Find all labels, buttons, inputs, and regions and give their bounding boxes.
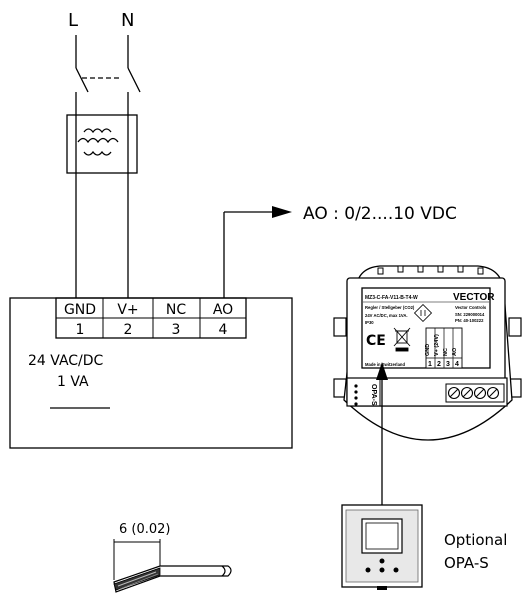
device-terminal-name: V+ (24V) — [434, 334, 440, 356]
terminal-name: GND — [64, 302, 96, 318]
device-pn: PN: 40-100222 — [455, 318, 484, 323]
screw-terminal-icons — [447, 386, 500, 400]
terminal-number: 4 — [219, 322, 228, 338]
optional-label: Optional — [444, 531, 507, 549]
device-supply: 24V AC/DC, max 1VA. — [365, 313, 408, 318]
terminal-number: 2 — [124, 322, 133, 338]
device-terminal-name: NC — [443, 348, 449, 356]
transformer — [66, 114, 138, 298]
device-made-in: Made in Switzerland — [365, 362, 405, 367]
terminal-name: AO — [213, 302, 233, 318]
opa-arrow-icon — [376, 362, 388, 380]
ce-mark-icon: CE — [366, 333, 386, 349]
device-brand: VECTOR — [453, 292, 495, 303]
double-pole-switch — [75, 35, 141, 115]
power-rating: 1 VA — [57, 374, 89, 390]
terminal-number: 3 — [172, 322, 181, 338]
terminal-number: 1 — [76, 322, 85, 338]
output-arrow-icon — [272, 206, 292, 218]
device-ip: IP30 — [365, 320, 374, 325]
device-serial: SN: 229000014 — [455, 312, 485, 317]
terminal-block: GND V+ NC AO 1 2 3 4 — [55, 297, 247, 339]
controller-box — [9, 297, 293, 449]
opa-s-device — [341, 504, 423, 590]
device-terminal-grid — [425, 327, 463, 369]
opa-port-label: OPA-S — [370, 384, 377, 406]
device-terminal-number: 2 — [437, 361, 441, 368]
output-label: AO : 0/2....10 VDC — [303, 204, 457, 224]
device-terminal-name: AO — [452, 347, 458, 356]
device-model: MZ3-C-FA-V11-B-T4-W — [365, 295, 418, 301]
weee-bin-icon — [393, 327, 411, 352]
ao-output-wire — [223, 211, 272, 298]
power-voltage: 24 VAC/DC — [28, 353, 104, 369]
device-terminal-number: 4 — [455, 361, 459, 368]
terminal-name: NC — [166, 302, 186, 318]
class-two-icon — [413, 303, 433, 323]
wire-strip-detail — [113, 539, 232, 593]
device-terminal-number: 3 — [446, 361, 450, 368]
device-terminal-name: GND — [425, 344, 431, 356]
terminal-name: V+ — [117, 302, 138, 318]
opa-s-label: OPA-S — [444, 554, 489, 572]
device-company: Vector Controls — [455, 305, 487, 310]
device-terminal-number: 1 — [428, 361, 432, 368]
label-l: L — [68, 10, 78, 31]
device-type: Regler / Stellgeber (CO2) — [365, 305, 415, 310]
strip-length-label: 6 (0.02) — [119, 522, 171, 537]
label-n: N — [121, 10, 134, 31]
